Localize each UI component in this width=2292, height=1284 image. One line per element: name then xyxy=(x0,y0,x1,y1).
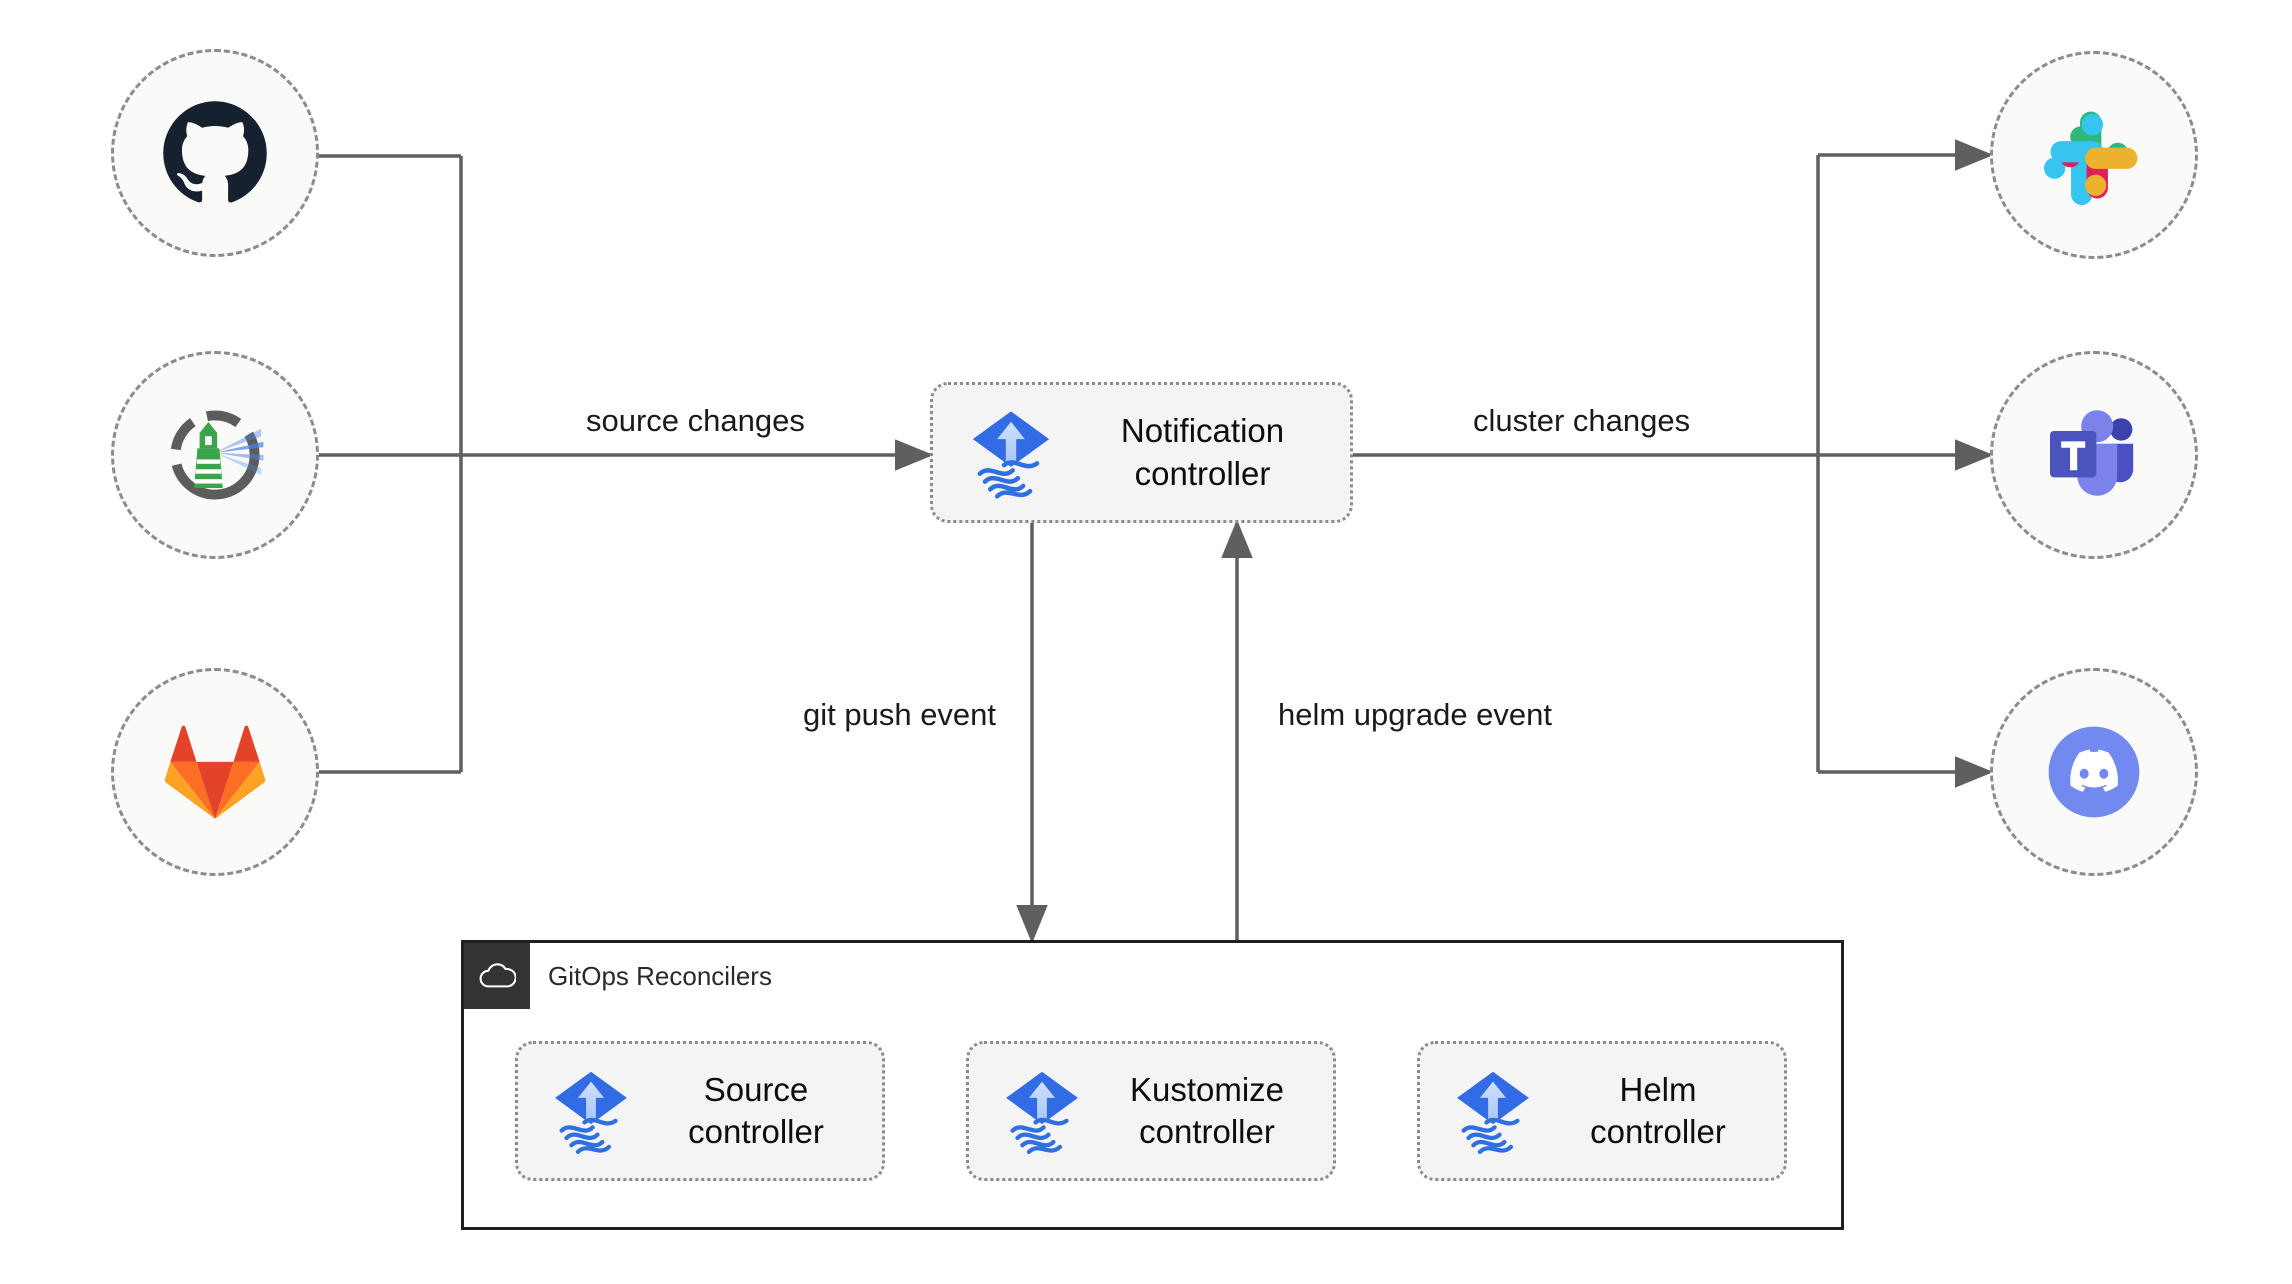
target-node-discord[interactable] xyxy=(1990,668,2198,876)
microsoft-teams-icon xyxy=(2042,407,2146,503)
edge-label-git-push-event: git push event xyxy=(795,697,1005,733)
kustomize-controller-box[interactable]: Kustomize controller xyxy=(966,1041,1336,1181)
notification-controller-box[interactable]: Notification controller xyxy=(930,382,1353,523)
kustomize-controller-label: Kustomize controller xyxy=(1129,1070,1285,1150)
flux-icon xyxy=(993,1062,1091,1160)
source-node-gitlab[interactable] xyxy=(111,668,319,876)
source-controller-label: Source controller xyxy=(688,1070,824,1150)
slack-icon xyxy=(2044,105,2144,205)
gitlab-icon xyxy=(163,723,267,821)
source-node-github[interactable] xyxy=(111,49,319,257)
edge-label-source-changes: source changes xyxy=(578,403,813,439)
cloud-icon xyxy=(478,963,517,989)
target-node-slack[interactable] xyxy=(1990,51,2198,259)
discord-icon xyxy=(2042,720,2146,824)
edge-label-cluster-changes: cluster changes xyxy=(1465,403,1699,439)
helm-controller-label: Helm controller xyxy=(1590,1070,1726,1150)
flux-icon xyxy=(959,401,1063,505)
target-node-teams[interactable] xyxy=(1990,351,2198,559)
cloud-badge xyxy=(464,943,530,1009)
source-node-gitea[interactable] xyxy=(111,351,319,559)
github-icon xyxy=(161,99,269,207)
edge-label-helm-upgrade-event: helm upgrade event xyxy=(1270,697,1561,733)
gitops-reconcilers-group: GitOps Reconcilers xyxy=(461,940,1844,1230)
helm-controller-box[interactable]: Helm controller xyxy=(1417,1041,1787,1181)
flux-icon xyxy=(1444,1062,1542,1160)
gitops-reconcilers-titlebar: GitOps Reconcilers xyxy=(464,943,772,1009)
gitea-icon xyxy=(160,400,270,510)
gitops-reconcilers-title: GitOps Reconcilers xyxy=(548,960,772,991)
source-controller-box[interactable]: Source controller xyxy=(515,1041,885,1181)
notification-controller-label: Notification controller xyxy=(1120,412,1285,492)
flux-icon xyxy=(542,1062,640,1160)
